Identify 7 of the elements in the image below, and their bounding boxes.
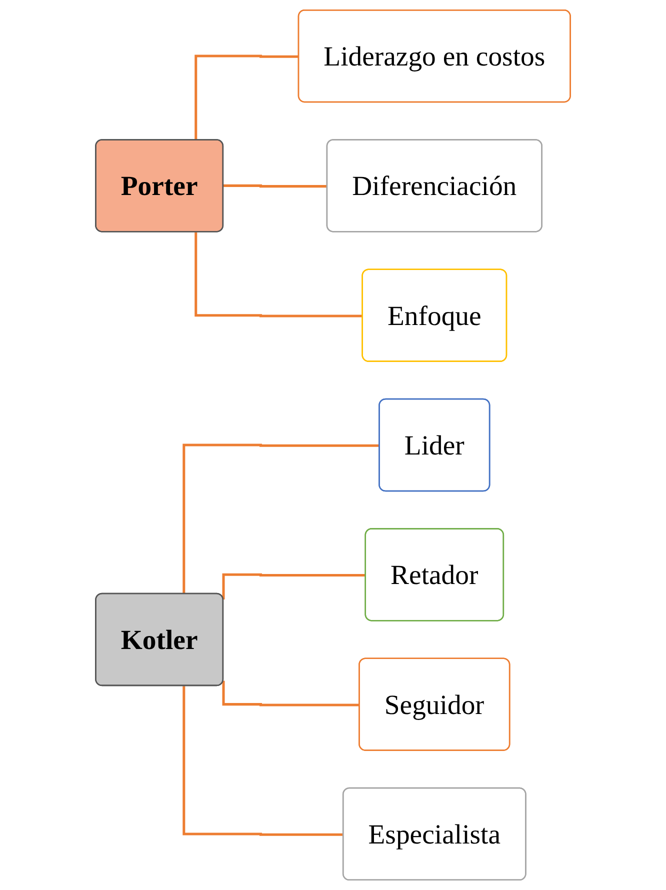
connector: [222, 680, 360, 706]
connector: [194, 232, 363, 318]
connector: [182, 444, 380, 594]
connector: [222, 184, 328, 188]
connector: [182, 686, 344, 836]
connector: [222, 573, 366, 600]
connector: [194, 54, 300, 140]
